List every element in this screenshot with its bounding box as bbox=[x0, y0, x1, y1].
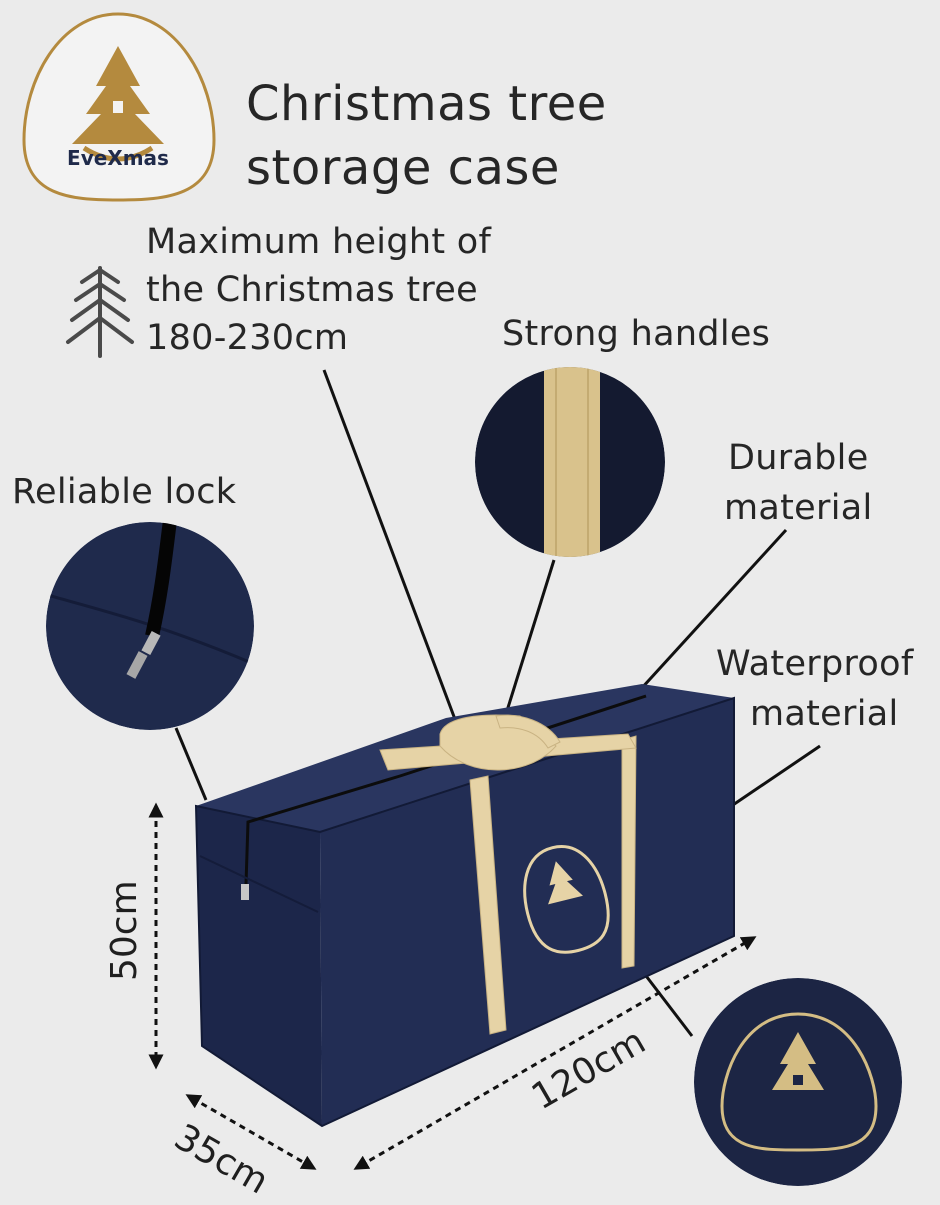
height-dimension: 50cm bbox=[104, 880, 145, 981]
page-title-line1: Christmas tree bbox=[246, 76, 607, 132]
max-height-line2: the Christmas tree bbox=[146, 270, 478, 310]
handles-label: Strong handles bbox=[502, 314, 771, 354]
handle-closeup bbox=[475, 367, 665, 557]
storage-bag bbox=[194, 684, 735, 1128]
tree-logo-icon bbox=[72, 46, 164, 162]
waterproof-line1: Waterproof bbox=[716, 644, 914, 684]
durable-line2: material bbox=[724, 488, 873, 528]
page-title-line2: storage case bbox=[246, 140, 560, 196]
max-height-line3: 180-230cm bbox=[146, 318, 349, 358]
lock-label: Reliable lock bbox=[12, 472, 237, 512]
durable-line1: Durable bbox=[728, 438, 869, 478]
brand-name: EveXmas bbox=[67, 146, 169, 170]
brand-logo bbox=[22, 12, 216, 202]
lock-closeup bbox=[46, 522, 254, 730]
dimension-arrows bbox=[148, 802, 757, 1170]
logo-closeup bbox=[694, 978, 902, 1186]
tree-outline-icon bbox=[66, 266, 134, 358]
waterproof-line2: material bbox=[750, 694, 899, 734]
max-height-line1: Maximum height of bbox=[146, 222, 492, 262]
